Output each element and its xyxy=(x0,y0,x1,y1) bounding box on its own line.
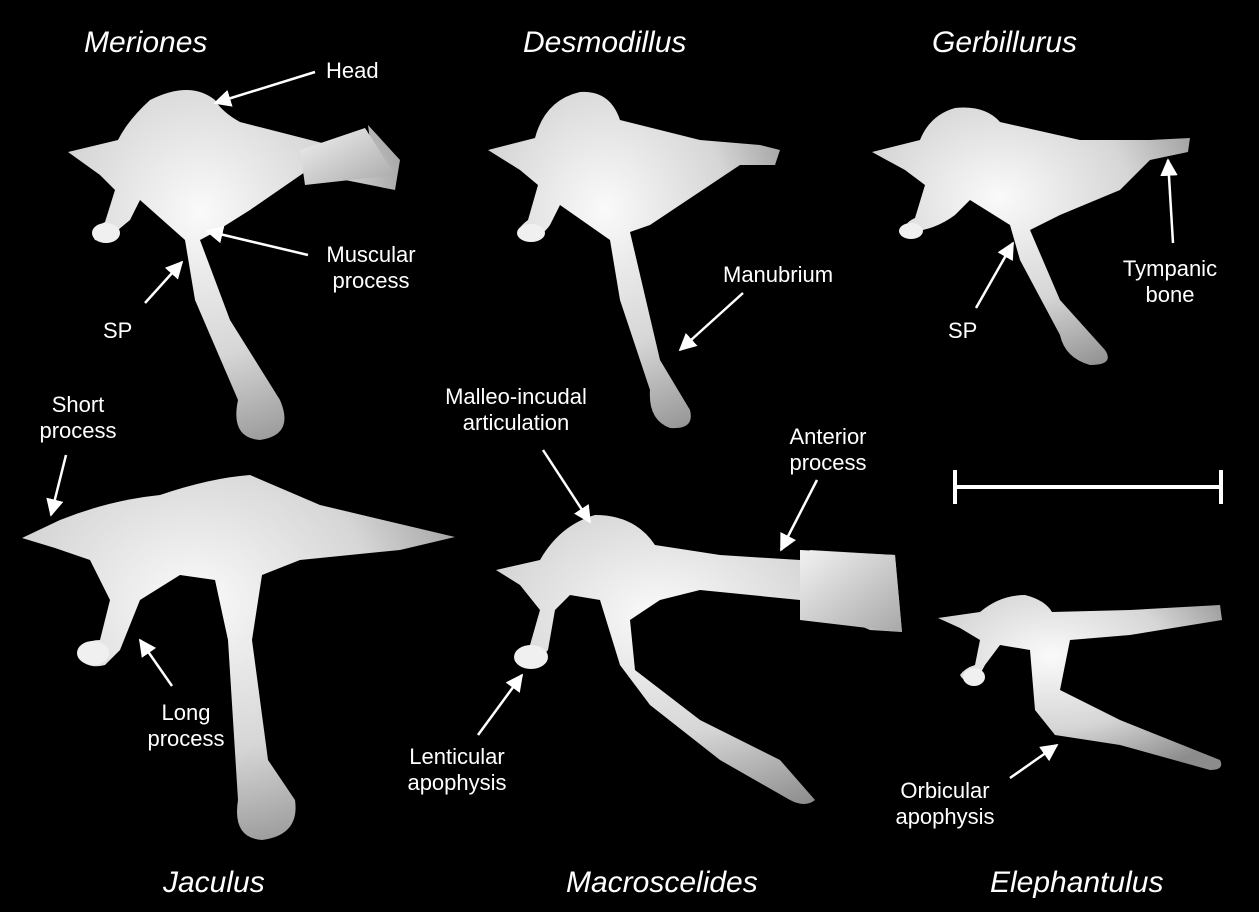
label-short-process-line2: process xyxy=(28,418,128,444)
head-arrow xyxy=(215,72,315,103)
label-tympanic-bone-line1: Tympanic xyxy=(1116,256,1224,282)
sp-gerbillurus-arrow xyxy=(976,243,1013,308)
label-orbicular-apophysis-line2: apophysis xyxy=(878,804,1012,830)
genus-gerbillurus: Gerbillurus xyxy=(932,26,1077,60)
malleo-incudal-arrow xyxy=(543,450,590,522)
label-orbicular-apophysis: Orbicular apophysis xyxy=(878,778,1012,830)
label-head: Head xyxy=(326,58,379,84)
genus-macroscelides: Macroscelides xyxy=(566,866,758,900)
label-long-process: Long process xyxy=(138,700,234,752)
label-lenticular-apophysis: Lenticular apophysis xyxy=(392,744,522,796)
label-short-process-line1: Short xyxy=(28,392,128,418)
label-sp-gerbillurus: SP xyxy=(948,318,977,344)
manubrium-arrow xyxy=(680,293,743,350)
label-short-process: Short process xyxy=(28,392,128,444)
genus-meriones: Meriones xyxy=(84,26,207,60)
genus-jaculus: Jaculus xyxy=(163,866,265,900)
lenticular-apophysis-arrow xyxy=(478,675,522,735)
label-manubrium: Manubrium xyxy=(723,262,833,288)
anterior-process-arrow xyxy=(781,480,817,550)
label-long-process-line2: process xyxy=(138,726,234,752)
short-process-arrow xyxy=(51,455,66,515)
label-malleo-incudal-line1: Malleo-incudal xyxy=(418,384,614,410)
elephantulus-malleus xyxy=(938,595,1222,770)
label-orbicular-apophysis-line1: Orbicular xyxy=(878,778,1012,804)
gerbillurus-malleus xyxy=(872,108,1190,365)
genus-elephantulus: Elephantulus xyxy=(990,866,1163,900)
label-muscular-process-line1: Muscular xyxy=(314,242,428,268)
macroscelides-malleus xyxy=(496,515,902,804)
orbicular-apophysis-arrow xyxy=(1010,745,1057,778)
label-muscular-process: Muscular process xyxy=(314,242,428,294)
label-anterior-process-line1: Anterior xyxy=(772,424,884,450)
tympanic-bone-arrow xyxy=(1168,160,1173,243)
sp-meriones-arrow xyxy=(145,262,182,303)
label-anterior-process-line2: process xyxy=(772,450,884,476)
label-tympanic-bone: Tympanic bone xyxy=(1116,256,1224,308)
muscular-process-arrow xyxy=(207,231,308,255)
label-tympanic-bone-line2: bone xyxy=(1116,282,1224,308)
label-lenticular-apophysis-line1: Lenticular xyxy=(392,744,522,770)
label-lenticular-apophysis-line2: apophysis xyxy=(392,770,522,796)
label-long-process-line1: Long xyxy=(138,700,234,726)
long-process-arrow xyxy=(140,640,172,686)
label-muscular-process-line2: process xyxy=(314,268,428,294)
scale-bar xyxy=(955,470,1221,504)
label-malleo-incudal-line2: articulation xyxy=(418,410,614,436)
genus-desmodillus: Desmodillus xyxy=(523,26,686,60)
label-sp-meriones: SP xyxy=(103,318,132,344)
label-anterior-process: Anterior process xyxy=(772,424,884,476)
desmodillus-malleus xyxy=(488,92,780,428)
jaculus-malleus xyxy=(22,475,455,840)
label-malleo-incudal-articulation: Malleo-incudal articulation xyxy=(418,384,614,436)
